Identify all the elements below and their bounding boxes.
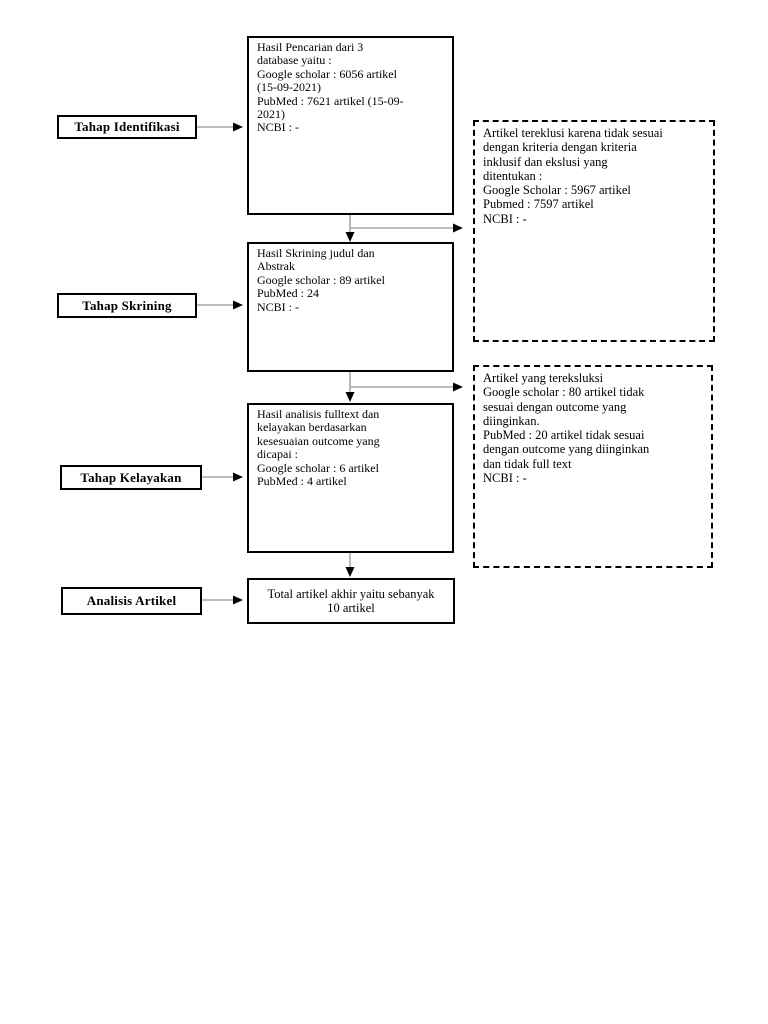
process-box-screening-results-text: Hasil Skrining judul dan Abstrak Google … (257, 246, 385, 314)
stage-label-skrining: Tahap Skrining (57, 293, 197, 318)
arrowhead-box1-to-box2 (345, 232, 355, 242)
process-box-fulltext-analysis: Hasil analisis fulltext dan kelayakan be… (247, 403, 454, 553)
stage-label-analisis-artikel: Analisis Artikel (61, 587, 202, 615)
stage-label-identifikasi: Tahap Identifikasi (57, 115, 197, 139)
process-box-final-total-text: Total artikel akhir yaitu sebanyak 10 ar… (267, 587, 435, 615)
arrowhead-box2-to-box3 (345, 392, 355, 402)
stage-label-identifikasi-text: Tahap Identifikasi (74, 119, 180, 134)
arrowhead-branch-to-exclusion1 (453, 223, 463, 233)
process-box-search-results: Hasil Pencarian dari 3 database yaitu : … (247, 36, 454, 215)
exclusion-box-identification-text: Artikel tereklusi karena tidak sesuai de… (483, 126, 663, 226)
arrowhead-stage4-to-box4 (233, 595, 243, 605)
stage-label-kelayakan-text: Tahap Kelayakan (80, 469, 182, 485)
arrowhead-stage2-to-box2 (233, 300, 243, 310)
stage-label-analisis-artikel-text: Analisis Artikel (86, 593, 177, 608)
exclusion-box-screening: Artikel yang tereksluksi Google scholar … (473, 365, 713, 568)
arrowhead-stage1-to-box1 (233, 122, 243, 132)
stage-label-skrining-text: Tahap Skrining (82, 297, 172, 313)
process-box-fulltext-analysis-text: Hasil analisis fulltext dan kelayakan be… (257, 407, 380, 489)
process-box-final-total: Total artikel akhir yaitu sebanyak 10 ar… (247, 578, 455, 624)
process-box-search-results-text: Hasil Pencarian dari 3 database yaitu : … (257, 40, 404, 135)
exclusion-box-screening-text: Artikel yang tereksluksi Google scholar … (483, 371, 650, 486)
process-box-screening-results: Hasil Skrining judul dan Abstrak Google … (247, 242, 454, 372)
stage-label-kelayakan: Tahap Kelayakan (60, 465, 202, 490)
arrowhead-box3-to-box4 (345, 567, 355, 577)
arrowhead-stage3-to-box3 (233, 472, 243, 482)
arrowhead-branch-to-exclusion2 (453, 382, 463, 392)
exclusion-box-identification: Artikel tereklusi karena tidak sesuai de… (473, 120, 715, 342)
